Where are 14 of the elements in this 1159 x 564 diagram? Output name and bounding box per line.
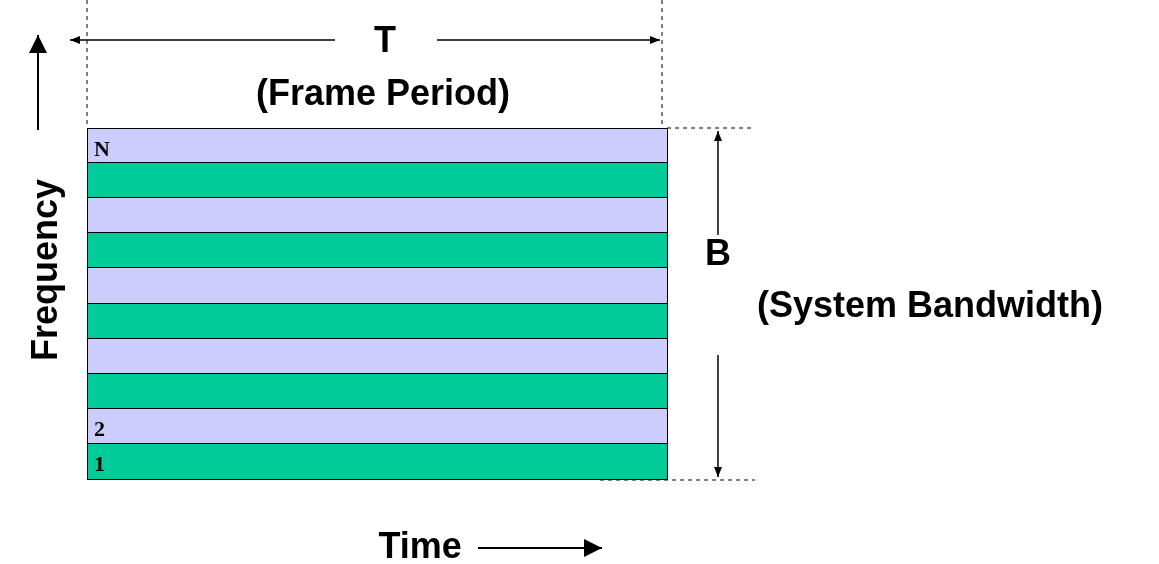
- dimension-label: B: [705, 233, 731, 273]
- axis-label: Frequency: [25, 178, 66, 362]
- dimension-label: (System Bandwidth): [757, 285, 1104, 325]
- frequency-band: [87, 267, 668, 304]
- frequency-band: [87, 443, 668, 480]
- band-number: 2: [94, 418, 105, 441]
- band-number: 1: [94, 453, 105, 476]
- frequency-band: [87, 128, 668, 164]
- frequency-band: [87, 408, 668, 445]
- band-number: N: [94, 138, 110, 161]
- frequency-band: [87, 232, 668, 269]
- dimension-label: T: [374, 20, 396, 60]
- axis-label: Time: [378, 526, 462, 564]
- dimension-label: (Frame Period): [256, 73, 511, 113]
